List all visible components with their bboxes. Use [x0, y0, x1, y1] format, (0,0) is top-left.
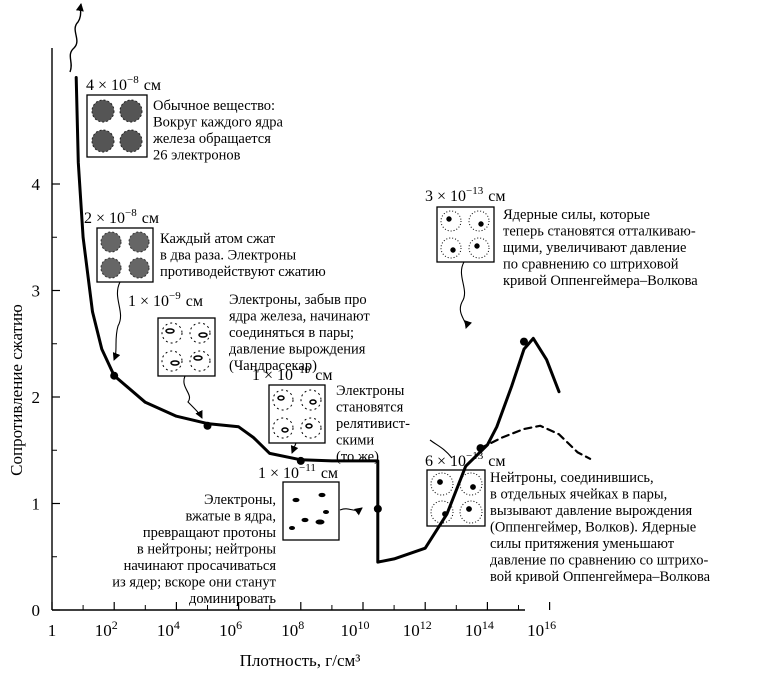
- inset-box-2e-8: [96, 227, 154, 283]
- curve-point-marker: [476, 444, 485, 453]
- curve-point-marker: [373, 504, 382, 513]
- y-ticks: 0 1 2 3 4: [32, 175, 60, 620]
- annotation-line: Электроны, забыв про: [229, 292, 367, 308]
- annotation-line: вызывают давление вырождения: [490, 503, 693, 519]
- series-layer: [74, 76, 592, 564]
- atom-insets: [86, 94, 495, 541]
- inset-box-1e-9: [157, 317, 216, 377]
- annotation-line: в нейтроны; нейтроны: [137, 542, 276, 558]
- annotation-line: из ядер; вскоре они станут: [112, 575, 276, 591]
- oppenheimer-volkov-dashed-curve: [479, 424, 592, 460]
- y-tick-label: 1: [32, 495, 41, 514]
- x-tick-label: 1014: [465, 618, 494, 640]
- x-tick-label: 1016: [527, 618, 556, 640]
- leader-lines: [112, 261, 472, 516]
- annotation-line: противодействуют сжатию: [160, 264, 326, 280]
- x-tick-label: 106: [219, 618, 242, 640]
- annotation-line: железа обращается: [152, 131, 271, 147]
- annotation-line: силы притяжения уменьшают: [490, 536, 675, 552]
- annotation-line: вжатые в ядра,: [186, 509, 276, 525]
- x-ticks: 1 102 104 106 108 1010 1012 1014 1016: [48, 602, 556, 640]
- annotation-line: релятивист-: [336, 416, 410, 432]
- annotation-line: Каждый атом сжат: [160, 231, 276, 247]
- annotation-line: (Оппенгеймер, Волков). Ядерные: [490, 520, 696, 536]
- annotation-line: соединяться в пары;: [229, 325, 354, 341]
- curve-point-marker: [296, 456, 305, 465]
- y-axis-label: Сопротивление сжатию: [7, 304, 26, 476]
- annotation-line: начинают просачиваться: [124, 558, 277, 574]
- annotation-line: щими, увеличивают давление: [503, 240, 686, 256]
- y-tick-label: 3: [32, 282, 41, 301]
- annotation-line: давление по сравнению со штрихо-: [490, 553, 708, 569]
- axes: [51, 48, 525, 611]
- annotation-line: Нейтроны, соединившись,: [490, 470, 654, 486]
- leader-line-1e-9: [183, 375, 203, 419]
- annotation-line: Электроны,: [204, 492, 276, 508]
- annotation-line: в отдельных ячейках в пары,: [490, 487, 667, 503]
- inset-box-3e-13: [436, 206, 495, 263]
- annotation-line: ядра железа, начинают: [229, 309, 370, 325]
- annotation-line: в два раза. Электроны: [160, 248, 296, 264]
- annotation-line: (Чандрасекар): [229, 358, 317, 374]
- annotation-line: кривой Оппенгеймера–Волкова: [503, 273, 698, 289]
- annotation-layer: Обычное вещество:Вокруг каждого ядражеле…: [112, 98, 710, 607]
- y-tick-label: 2: [32, 388, 41, 407]
- x-tick-label: 102: [95, 618, 118, 640]
- x-tick-label: 1010: [341, 618, 370, 640]
- annotation-line: давление вырождения: [229, 342, 366, 358]
- annotation-line: Ядерные силы, которые: [503, 207, 650, 223]
- leader-line-1e-11: [339, 507, 363, 516]
- annotation-line: Электроны: [336, 383, 405, 399]
- annotation-line: по сравнению со штриховой: [503, 257, 679, 273]
- y-tick-label: 0: [32, 601, 41, 620]
- leader-line-6e-13: [429, 439, 453, 459]
- annotation-line: (то же): [336, 449, 379, 465]
- leader-line-3e-13: [459, 261, 472, 329]
- leader-line-2e-8: [112, 281, 122, 361]
- annotation-line: вой кривой Оппенгеймера–Волкова: [490, 569, 711, 585]
- annotation-line: становятся: [336, 400, 404, 416]
- curve-point-marker: [519, 337, 528, 346]
- annotation-line: превращают протоны: [143, 525, 276, 541]
- inset-box-1e-11: [282, 481, 340, 541]
- x-tick-label: 1012: [403, 618, 432, 640]
- annotation-line: Обычное вещество:: [153, 98, 275, 114]
- x-axis-label: Плотность, г/см³: [240, 651, 361, 670]
- leader-line-1e-10: [290, 442, 299, 454]
- inset-box-4e-8: [86, 94, 148, 158]
- annotation-line: доминировать: [189, 591, 276, 607]
- annotation-line: Вокруг каждого ядра: [153, 115, 284, 131]
- y-tick-label: 4: [32, 175, 41, 194]
- curve-point-marker: [203, 421, 212, 430]
- marker-layer: [110, 337, 528, 513]
- inset-box-6e-13: [426, 469, 486, 527]
- inset-box-1e-10: [268, 384, 326, 444]
- x-tick-label: 104: [157, 618, 180, 640]
- x-tick-label: 1: [48, 621, 57, 640]
- annotation-line: теперь становятся отталкиваю-: [503, 224, 696, 240]
- annotation-line: скими: [336, 433, 374, 449]
- upward-escape-arrow: [69, 3, 84, 73]
- x-tick-label: 108: [281, 618, 304, 640]
- equation-of-state-curve: [74, 76, 561, 564]
- annotation-line: 26 электронов: [153, 148, 241, 164]
- curve-point-marker: [110, 371, 119, 380]
